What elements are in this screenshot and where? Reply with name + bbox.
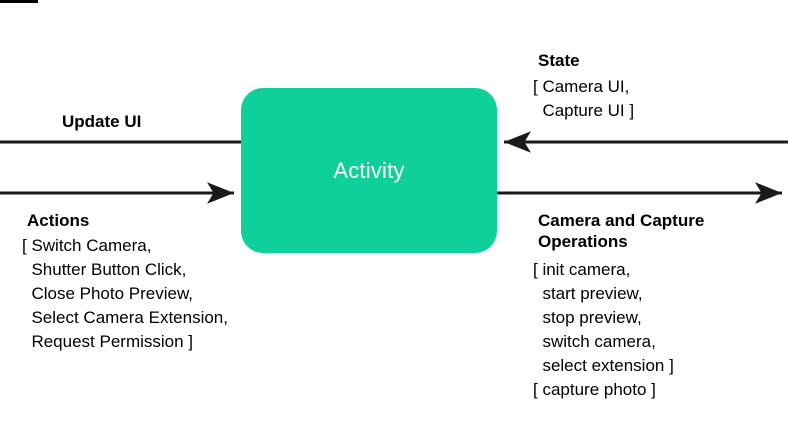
edge-label-actions-title: Actions — [27, 211, 90, 230]
edge-label-state-title: State — [538, 51, 580, 70]
edge-label-operations-title: Camera and Capture Operations — [538, 211, 705, 251]
edge-label-state-items: [ Camera UI, Capture UI ] — [533, 77, 635, 120]
edge-label-actions-items: [ Switch Camera, Shutter Button Click, C… — [22, 236, 228, 351]
activity-node-label: Activity — [333, 157, 405, 183]
cropped-top-bar-artifact — [0, 0, 38, 3]
activity-node[interactable]: Activity — [241, 88, 497, 253]
edge-label-update-ui: Update UI — [62, 112, 142, 131]
edge-label-operations-items: [ init camera, start preview, stop previ… — [533, 260, 674, 399]
